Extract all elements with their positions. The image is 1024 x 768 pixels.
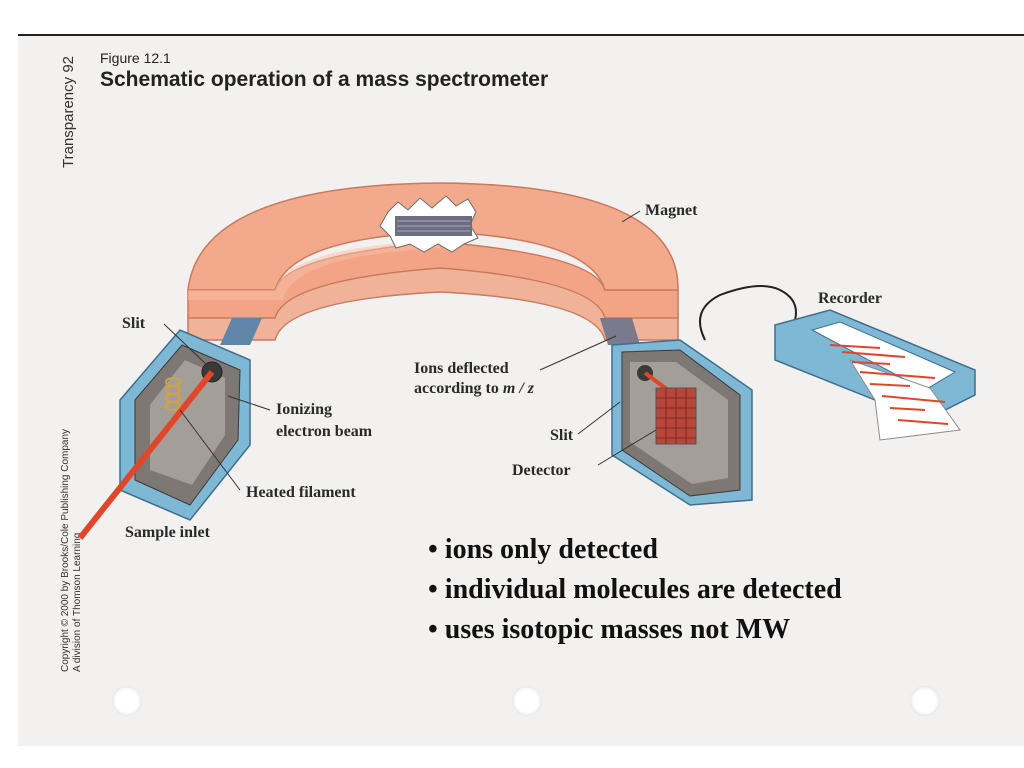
ion-source-chamber xyxy=(119,329,251,521)
label-ions-mz: m / z xyxy=(503,380,535,397)
detector-chamber xyxy=(611,339,753,506)
bullet-item: • ions only detected xyxy=(428,534,658,565)
bullet-list: • ions only detected • individual molecu… xyxy=(428,530,842,650)
label-ionizing-line-1: Ionizing xyxy=(276,401,332,418)
recorder xyxy=(774,309,976,441)
label-ions-line-1: Ions deflected xyxy=(414,360,509,377)
label-slit-left: Slit xyxy=(122,315,146,332)
label-ions-line-2: according to m / z xyxy=(414,380,535,397)
label-detector: Detector xyxy=(512,462,571,479)
label-ions-according: according to xyxy=(414,380,503,397)
heated-filament-coil xyxy=(165,377,181,411)
label-heated-filament: Heated filament xyxy=(246,484,356,501)
label-slit-right: Slit xyxy=(550,427,574,444)
bullet-item: • individual molecules are detected xyxy=(428,574,842,605)
entry-beam-tube xyxy=(220,318,262,345)
figure-number: Figure 12.1 xyxy=(100,50,171,66)
punch-hole xyxy=(512,686,542,716)
label-sample-inlet: Sample inlet xyxy=(125,524,211,541)
recorder-cable xyxy=(699,285,797,341)
bullet-item: • uses isotopic masses not MW xyxy=(428,614,791,645)
leader-lines xyxy=(163,210,657,491)
label-ionizing-line-2: electron beam xyxy=(276,423,373,440)
punch-hole xyxy=(910,686,940,716)
sample-inlet-beam xyxy=(77,370,215,540)
label-recorder: Recorder xyxy=(818,290,882,307)
punch-hole xyxy=(112,686,142,716)
label-magnet: Magnet xyxy=(645,202,698,219)
figure-title: Schematic operation of a mass spectromet… xyxy=(100,68,549,91)
magnet xyxy=(187,182,679,341)
